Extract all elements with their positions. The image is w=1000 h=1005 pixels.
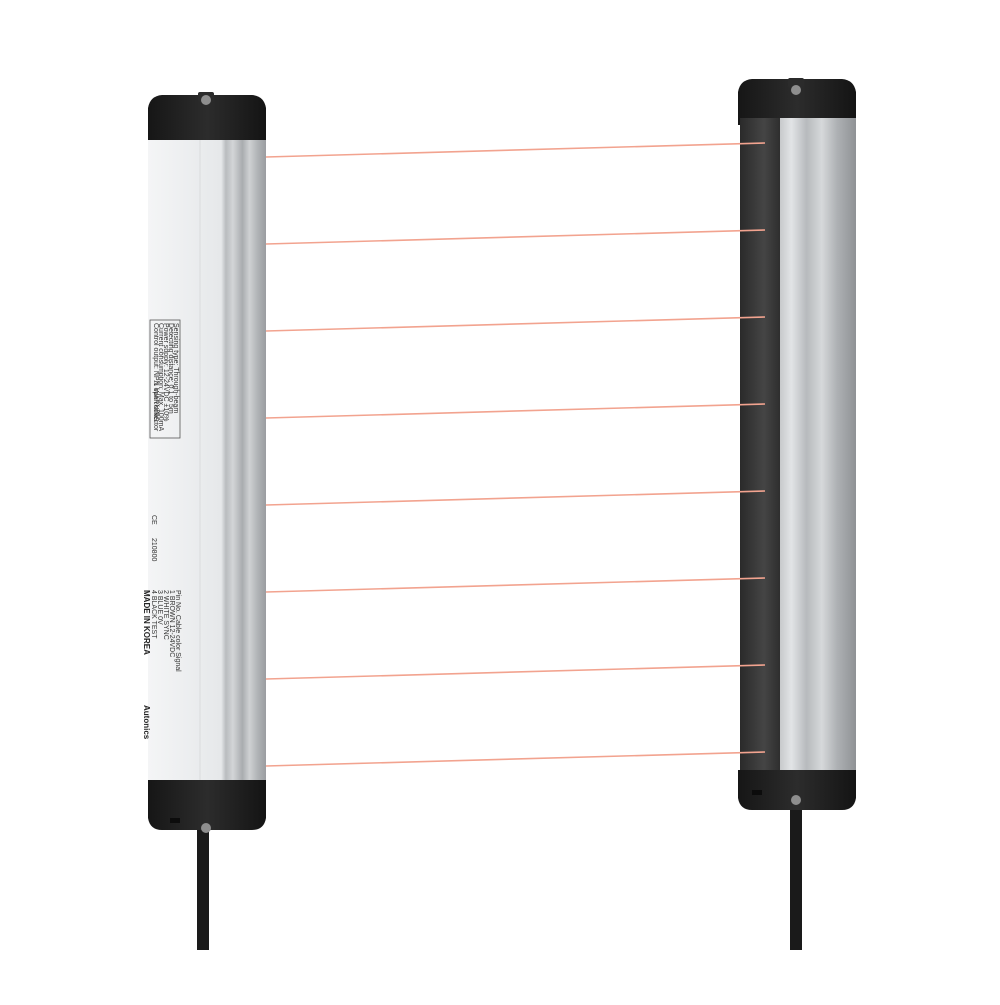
label-pin-4: 4 BLACK TEST bbox=[150, 590, 157, 639]
label-line-1: Sensing type: Through-beam bbox=[172, 323, 179, 413]
receiver-top-cap bbox=[738, 79, 856, 125]
label-pin-header: Pin No. Cable color Signal bbox=[174, 590, 181, 672]
receiver-cable bbox=[790, 800, 802, 950]
receiver-bottom-cap bbox=[738, 770, 856, 810]
label-pin-1: 1 BROWN 12-24VDC bbox=[168, 590, 175, 657]
light-beam bbox=[265, 142, 766, 158]
emitter-top-cap bbox=[148, 95, 266, 140]
light-beam bbox=[265, 577, 766, 593]
emitter-body bbox=[148, 140, 266, 780]
light-beam bbox=[265, 229, 766, 245]
emitter-unit: Sensing type: Through-beam Detecting dis… bbox=[142, 92, 266, 833]
light-beam bbox=[265, 490, 766, 506]
light-beams bbox=[265, 142, 766, 767]
label-line-4: Current consumption: Max. 100mA bbox=[157, 323, 164, 431]
label-ce-mark: CE bbox=[150, 515, 157, 525]
label-origin: MADE IN KOREA bbox=[142, 590, 151, 655]
label-pin-3: 3 BLUE 0V bbox=[156, 590, 163, 625]
light-beam bbox=[265, 664, 766, 680]
label-line-5: Control output: NPN open collector bbox=[152, 323, 159, 432]
emitter-cable bbox=[197, 830, 209, 950]
emitter-label: Sensing type: Through-beam Detecting dis… bbox=[142, 319, 181, 740]
label-serial: 210800 bbox=[150, 538, 157, 561]
light-beam bbox=[265, 403, 766, 419]
label-pin-2: 2 WHITE SYNC bbox=[162, 590, 169, 640]
receiver-body bbox=[780, 118, 856, 778]
receiver-front-face bbox=[740, 118, 780, 778]
receiver-unit bbox=[738, 78, 856, 810]
label-brand: Autonics bbox=[142, 705, 151, 740]
label-line-3: Power supply: 12-24VDC ±10% bbox=[162, 323, 169, 421]
emitter-bottom-cap bbox=[148, 780, 266, 830]
label-line-2: Detecting distance: 0.1 to 5m bbox=[167, 323, 174, 414]
light-beam bbox=[265, 751, 766, 767]
light-beam bbox=[265, 316, 766, 332]
label-warning: ⚠ WARNING bbox=[152, 380, 160, 422]
